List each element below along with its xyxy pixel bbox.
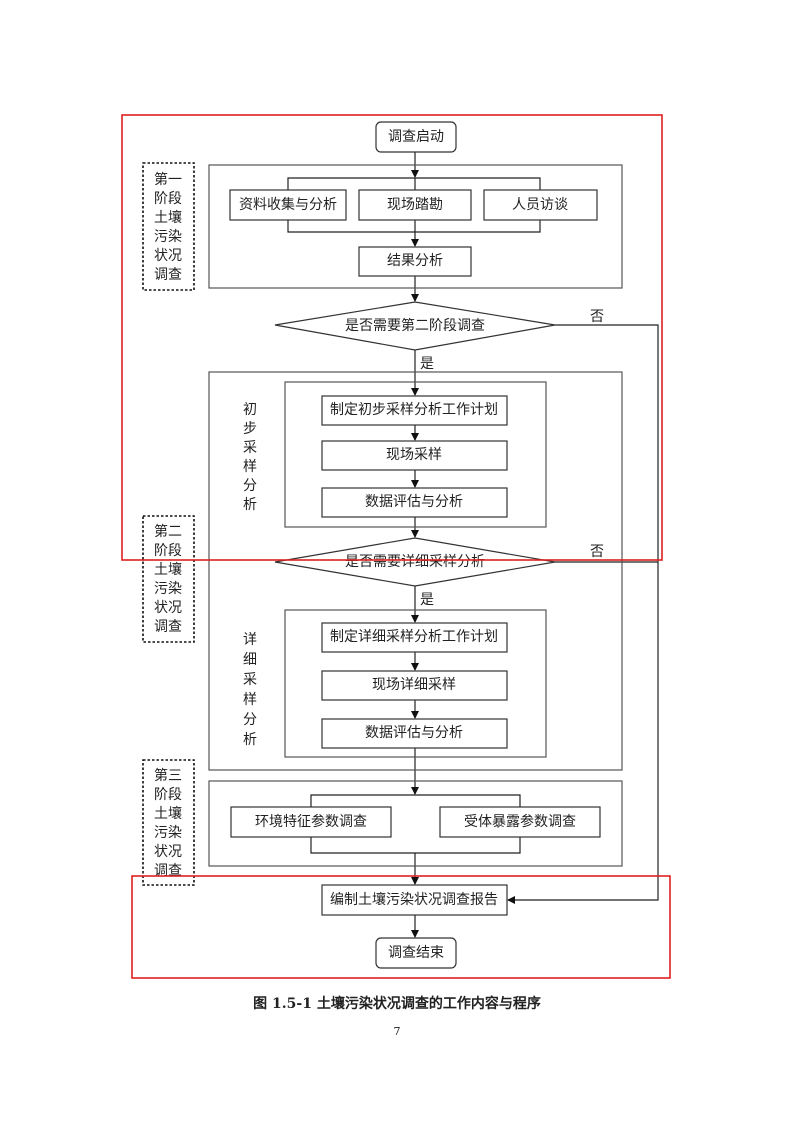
- result-analysis-node: 结果分析: [358, 246, 472, 277]
- svg-text:现场踏勘: 现场踏勘: [387, 197, 443, 213]
- svg-text:资料收集与分析: 资料收集与分析: [239, 196, 337, 213]
- detailed-step: 制定详细采样分析工作计划: [321, 622, 508, 653]
- svg-text:污染: 污染: [154, 581, 182, 597]
- svg-text:第二: 第二: [154, 523, 182, 540]
- detailed-label: 详 细 采 样 分 析: [243, 632, 257, 748]
- svg-text:状况: 状况: [154, 844, 182, 860]
- svg-text:采: 采: [243, 672, 257, 688]
- yes-label: 是: [420, 592, 434, 608]
- detailed-sampling-frame: [284, 609, 547, 758]
- stage1-step: 人员访谈: [483, 189, 598, 221]
- detailed-step: 数据评估与分析: [321, 718, 508, 749]
- svg-text:状况: 状况: [154, 600, 182, 616]
- start-node: 调查启动: [375, 121, 457, 153]
- stage2-label: 第二 阶段 土壤 污染 状况 调查: [142, 515, 195, 643]
- end-node: 调查结束: [375, 937, 457, 969]
- stage1-label: 第一 阶段 土壤 污染 状况 调查: [142, 162, 195, 291]
- svg-text:人员访谈: 人员访谈: [512, 197, 568, 213]
- svg-text:制定初步采样分析工作计划: 制定初步采样分析工作计划: [330, 401, 498, 418]
- svg-text:阶段: 阶段: [154, 191, 182, 207]
- svg-text:第一: 第一: [154, 171, 182, 188]
- svg-text:样: 样: [243, 692, 257, 708]
- svg-text:污染: 污染: [154, 229, 182, 245]
- svg-text:初: 初: [243, 401, 257, 418]
- stage1-frame: [208, 164, 623, 289]
- svg-text:受体暴露参数调查: 受体暴露参数调查: [464, 813, 576, 830]
- svg-text:调查启动: 调查启动: [388, 129, 444, 145]
- stage3-step: 环境特征参数调查: [230, 806, 392, 838]
- preliminary-step: 现场采样: [321, 440, 508, 471]
- svg-text:析: 析: [243, 732, 257, 748]
- svg-text:析: 析: [243, 497, 257, 513]
- no-label: 否: [590, 309, 604, 325]
- svg-text:调查: 调查: [154, 267, 182, 283]
- svg-text:数据评估与分析: 数据评估与分析: [365, 725, 463, 741]
- svg-text:土壤: 土壤: [154, 209, 182, 226]
- stage1-step: 现场踏勘: [358, 189, 472, 221]
- svg-text:阶段: 阶段: [154, 787, 182, 803]
- preliminary-label: 初 步 采 样 分 析: [243, 401, 257, 513]
- svg-text:现场详细采样: 现场详细采样: [372, 677, 456, 693]
- connectors: [287, 152, 659, 938]
- preliminary-step: 制定初步采样分析工作计划: [321, 395, 508, 426]
- svg-text:样: 样: [243, 459, 257, 475]
- stage3-label: 第三 阶段 土壤 污染 状况 调查: [142, 759, 195, 886]
- svg-text:数据评估与分析: 数据评估与分析: [365, 494, 463, 510]
- svg-text:步: 步: [243, 421, 257, 437]
- svg-text:调查: 调查: [154, 619, 182, 635]
- svg-text:细: 细: [243, 652, 257, 668]
- svg-text:环境特征参数调查: 环境特征参数调查: [255, 813, 367, 830]
- svg-text:状况: 状况: [154, 248, 182, 264]
- page-number: 7: [394, 1025, 401, 1038]
- svg-text:第三: 第三: [154, 767, 182, 784]
- report-node: 编制土壤污染状况调查报告: [321, 884, 508, 916]
- stage3-frame: [208, 780, 623, 867]
- detailed-step: 现场详细采样: [321, 670, 508, 701]
- no-label: 否: [590, 544, 604, 560]
- svg-text:结果分析: 结果分析: [387, 253, 443, 269]
- svg-text:现场采样: 现场采样: [386, 447, 442, 463]
- svg-text:编制土壤污染状况调查报告: 编制土壤污染状况调查报告: [330, 891, 498, 908]
- stage3-step: 受体暴露参数调查: [439, 806, 601, 838]
- svg-text:阶段: 阶段: [154, 543, 182, 559]
- svg-text:是否需要详细采样分析: 是否需要详细采样分析: [345, 554, 485, 570]
- figure-caption: 图 1.5-1 土壤污染状况调查的工作内容与程序: [253, 995, 541, 1012]
- yes-label: 是: [420, 356, 434, 372]
- svg-text:调查结束: 调查结束: [388, 945, 444, 961]
- decision2-node: 是否需要详细采样分析: [274, 537, 556, 587]
- svg-text:土壤: 土壤: [154, 805, 182, 822]
- svg-text:制定详细采样分析工作计划: 制定详细采样分析工作计划: [330, 629, 498, 645]
- decision1-node: 是否需要第二阶段调查: [274, 301, 556, 351]
- preliminary-step: 数据评估与分析: [321, 487, 508, 518]
- annotation-box: [131, 875, 671, 979]
- stage2-frame: [208, 371, 623, 771]
- svg-text:污染: 污染: [154, 825, 182, 841]
- svg-text:采: 采: [243, 440, 257, 456]
- preliminary-sampling-frame: [284, 381, 547, 528]
- svg-text:是否需要第二阶段调查: 是否需要第二阶段调查: [345, 317, 485, 334]
- svg-text:分: 分: [243, 712, 257, 728]
- svg-text:详: 详: [243, 632, 257, 648]
- svg-text:分: 分: [243, 478, 257, 494]
- stage1-step: 资料收集与分析: [229, 189, 347, 221]
- svg-text:土壤: 土壤: [154, 561, 182, 578]
- annotation-box: [121, 114, 663, 561]
- svg-text:调查: 调查: [154, 863, 182, 879]
